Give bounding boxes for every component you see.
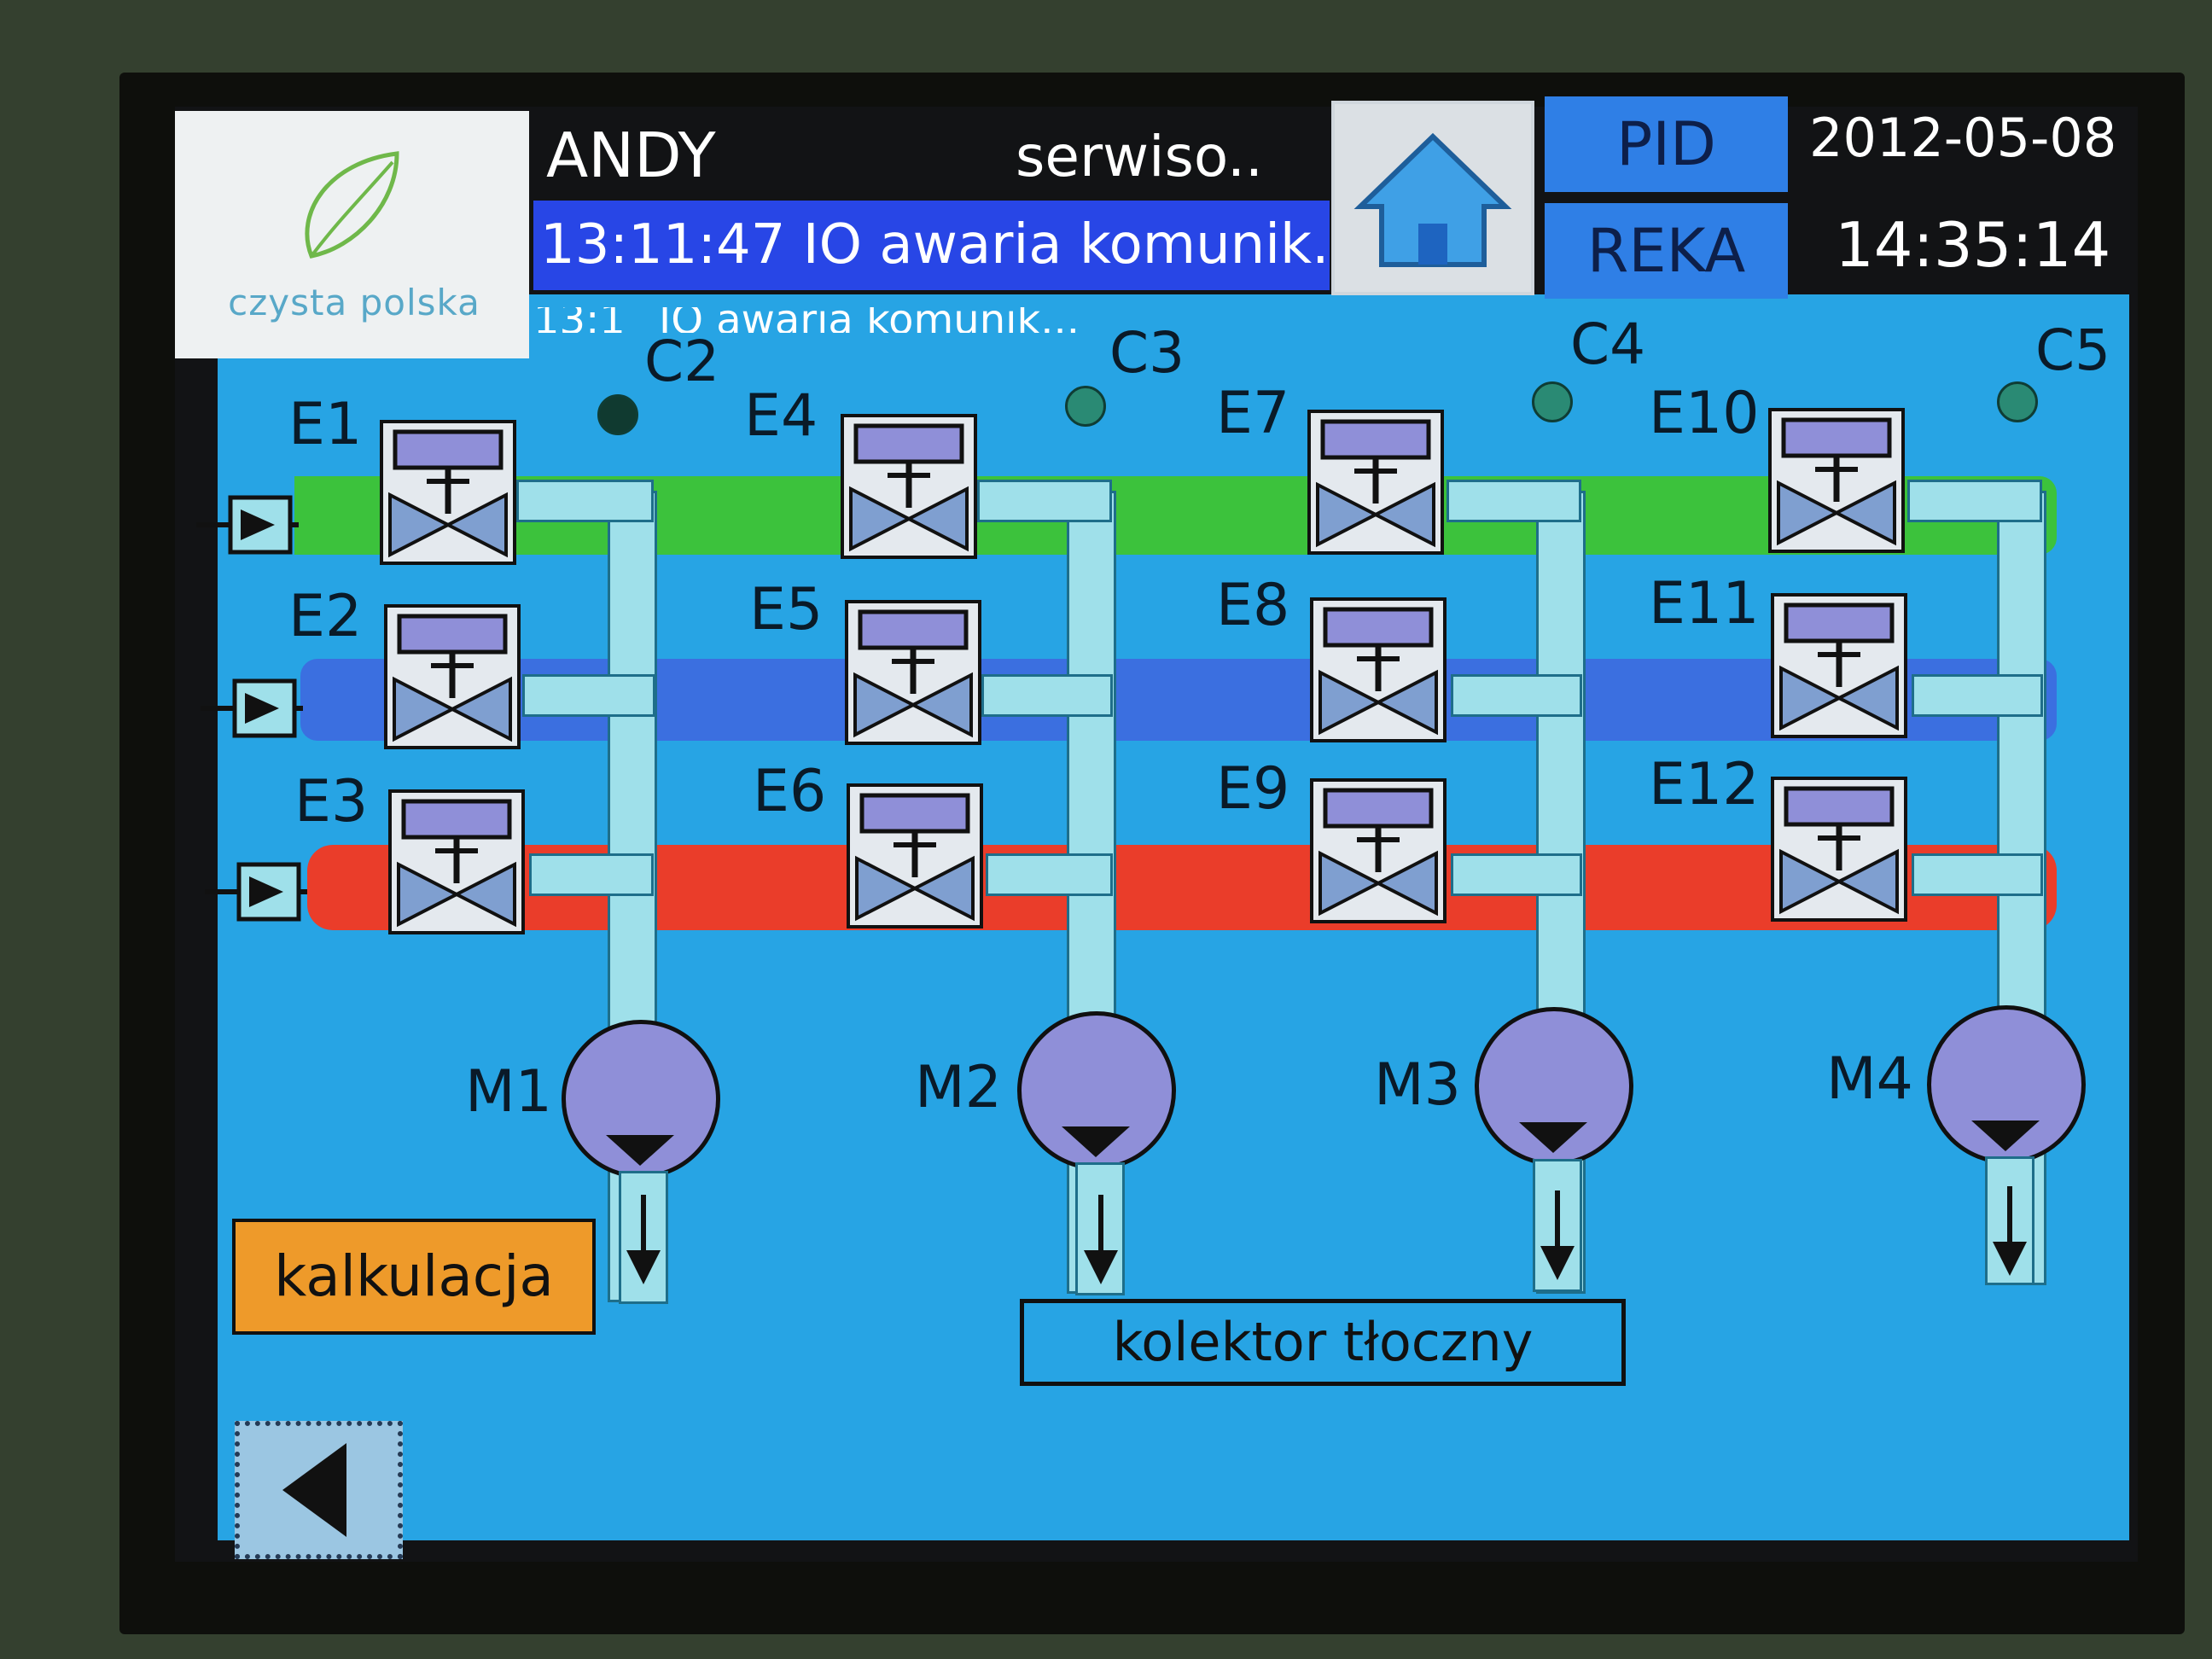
- valve-label-e3: E3: [294, 768, 369, 835]
- valve-icon: [845, 600, 981, 745]
- valve-e5[interactable]: [845, 600, 981, 745]
- pump-icon: [1062, 1126, 1130, 1157]
- flow-arrow-down-icon: [1540, 1190, 1575, 1280]
- sensor-label-c2: C2: [644, 329, 720, 394]
- valve-label-e11: E11: [1649, 570, 1760, 637]
- valve-e6[interactable]: [847, 783, 983, 928]
- valve-label-e9: E9: [1216, 755, 1290, 823]
- valve-e4[interactable]: [841, 414, 977, 559]
- valve-label-e10: E10: [1649, 380, 1760, 447]
- branch-e7: [1447, 480, 1581, 522]
- valve-label-e2: E2: [288, 583, 363, 650]
- branch-e12: [1912, 853, 2043, 896]
- company-logo: czysta polska: [175, 111, 529, 358]
- valve-e10[interactable]: [1768, 408, 1905, 553]
- valve-label-e4: E4: [744, 382, 818, 450]
- valve-label-e12: E12: [1649, 751, 1760, 818]
- access-mode: serwiso..: [1016, 124, 1264, 189]
- home-button[interactable]: [1331, 101, 1534, 295]
- valve-icon: [384, 604, 521, 749]
- sensor-label-c3: C3: [1109, 320, 1185, 386]
- flow-arrow-down-icon: [1993, 1186, 2027, 1276]
- valve-icon: [1307, 410, 1444, 555]
- manual-mode-button[interactable]: REKA: [1545, 203, 1788, 299]
- valve-label-e7: E7: [1216, 380, 1290, 447]
- branch-e6: [986, 853, 1113, 896]
- inlet-check-valve-icon: [196, 495, 299, 555]
- pump-icon: [1519, 1122, 1587, 1153]
- valve-icon: [1771, 593, 1907, 738]
- discharge-collector-label[interactable]: kolektor tłoczny: [1020, 1299, 1626, 1386]
- valve-icon: [388, 789, 525, 934]
- pump-icon: [1971, 1121, 2040, 1151]
- valve-e2[interactable]: [384, 604, 521, 749]
- alarm-line-1[interactable]: 13:11:47 IO awaria komunik...: [533, 201, 1330, 290]
- valve-e9[interactable]: [1310, 778, 1447, 923]
- leaf-icon: [305, 151, 399, 259]
- sensor-label-c5: C5: [2035, 317, 2111, 383]
- valve-e1[interactable]: [380, 420, 516, 565]
- valve-e12[interactable]: [1771, 777, 1907, 922]
- branch-e2: [522, 674, 655, 717]
- valve-icon: [380, 420, 516, 565]
- valve-e3[interactable]: [388, 789, 525, 934]
- back-button[interactable]: [235, 1421, 403, 1559]
- calculation-button[interactable]: kalkulacja: [232, 1219, 596, 1335]
- pump-label-m3: M3: [1374, 1051, 1461, 1119]
- valve-icon: [1771, 777, 1907, 922]
- alarm-line-2[interactable]: 13:1_ IO awaria komunik...: [533, 307, 1080, 333]
- valve-label-e6: E6: [753, 758, 827, 825]
- logo-text: czysta polska: [228, 282, 480, 323]
- sensor-c3[interactable]: [1065, 386, 1106, 427]
- pump-label-m2: M2: [915, 1054, 1002, 1121]
- back-arrow-icon: [282, 1443, 346, 1537]
- valve-e7[interactable]: [1307, 410, 1444, 555]
- valve-label-e5: E5: [749, 576, 824, 643]
- valve-icon: [1768, 408, 1905, 553]
- pump-icon: [606, 1135, 674, 1166]
- branch-e5: [981, 674, 1113, 717]
- valve-icon: [1310, 597, 1447, 742]
- pump-label-m1: M1: [465, 1058, 552, 1126]
- sensor-c4[interactable]: [1532, 381, 1573, 422]
- flow-arrow-down-icon: [1084, 1195, 1118, 1284]
- pump-m1[interactable]: [562, 1020, 720, 1179]
- user-name: ANDY: [546, 119, 716, 191]
- valve-e8[interactable]: [1310, 597, 1447, 742]
- valve-icon: [847, 783, 983, 928]
- valve-label-e8: E8: [1216, 572, 1290, 639]
- branch-e1: [516, 480, 654, 522]
- date-display: 2012-05-08: [1809, 107, 2117, 169]
- valve-label-e1: E1: [288, 391, 363, 458]
- branch-e9: [1451, 853, 1582, 896]
- pump-label-m4: M4: [1826, 1045, 1913, 1113]
- home-icon: [1353, 132, 1512, 267]
- branch-e4: [977, 480, 1112, 522]
- inlet-check-valve-icon: [201, 678, 303, 738]
- branch-e11: [1912, 674, 2043, 717]
- sensor-c5[interactable]: [1997, 381, 2038, 422]
- inlet-check-valve-icon: [205, 862, 307, 922]
- branch-e8: [1451, 674, 1582, 717]
- pid-button[interactable]: PID: [1545, 96, 1788, 192]
- sensor-label-c4: C4: [1570, 311, 1646, 377]
- sensor-c2[interactable]: [597, 394, 638, 435]
- valve-icon: [841, 414, 977, 559]
- branch-e3: [529, 853, 654, 896]
- valve-e11[interactable]: [1771, 593, 1907, 738]
- flow-arrow-down-icon: [626, 1195, 661, 1284]
- time-display: 14:35:14: [1835, 209, 2111, 281]
- valve-icon: [1310, 778, 1447, 923]
- branch-e10: [1907, 480, 2042, 522]
